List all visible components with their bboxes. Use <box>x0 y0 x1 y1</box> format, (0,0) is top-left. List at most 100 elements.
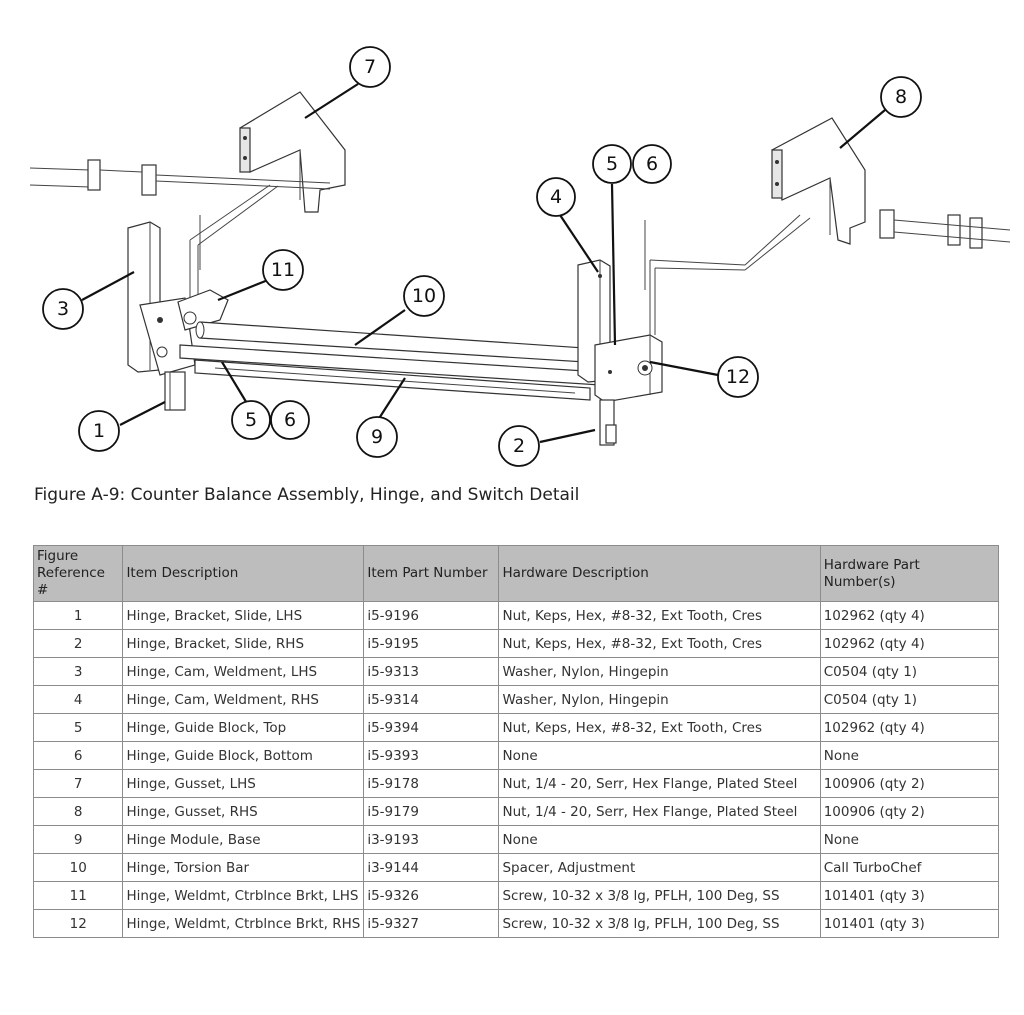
cell-hardware-part-number: Call TurboChef <box>819 853 1000 882</box>
table-row: 10 Hinge, Torsion Bar i3-9144 Spacer, Ad… <box>32 853 1000 882</box>
cell-hardware-description: Spacer, Adjustment <box>498 853 821 882</box>
svg-text:2: 2 <box>513 435 525 457</box>
cell-reference: 9 <box>32 825 124 854</box>
cell-item-description: Hinge, Guide Block, Bottom <box>122 741 365 770</box>
callout-10: 10 <box>403 275 445 317</box>
table-row: 6 Hinge, Guide Block, Bottom i5-9393 Non… <box>32 741 1000 770</box>
cell-hardware-description: Nut, Keps, Hex, #8-32, Ext Tooth, Cres <box>498 629 821 658</box>
table-row: 1 Hinge, Bracket, Slide, LHS i5-9196 Nut… <box>32 601 1000 630</box>
table-row: 12 Hinge, Weldmt, Ctrblnce Brkt, RHS i5-… <box>32 909 1000 938</box>
cell-item-part-number: i5-9314 <box>363 685 500 714</box>
cell-item-description: Hinge, Gusset, RHS <box>122 797 365 826</box>
svg-text:11: 11 <box>271 259 295 281</box>
header-item-description: Item Description <box>122 545 365 602</box>
svg-text:10: 10 <box>412 285 436 307</box>
cell-hardware-description: Screw, 10-32 x 3/8 lg, PFLH, 100 Deg, SS <box>498 909 821 938</box>
cell-hardware-description: Washer, Nylon, Hingepin <box>498 657 821 686</box>
cell-item-description: Hinge, Bracket, Slide, LHS <box>122 601 365 630</box>
right-slide-bracket <box>599 399 617 446</box>
svg-text:8: 8 <box>895 86 907 108</box>
cell-hardware-part-number: 100906 (qty 2) <box>819 769 1000 798</box>
cell-item-part-number: i3-9193 <box>363 825 500 854</box>
svg-text:4: 4 <box>550 186 562 208</box>
assembly-diagram: 7 8 5 6 4 11 10 3 12 1 5 6 9 2 <box>29 46 1011 467</box>
table-row: 7 Hinge, Gusset, LHS i5-9178 Nut, 1/4 - … <box>32 769 1000 798</box>
cell-hardware-part-number: C0504 (qty 1) <box>819 685 1000 714</box>
header-figure-reference: Figure Reference # <box>32 545 124 602</box>
svg-text:6: 6 <box>284 409 296 431</box>
callout-7: 7 <box>349 46 391 88</box>
cell-hardware-part-number: None <box>819 825 1000 854</box>
left-counterbalance-bracket <box>177 289 229 331</box>
svg-text:1: 1 <box>93 420 105 442</box>
cell-hardware-description: Nut, Keps, Hex, #8-32, Ext Tooth, Cres <box>498 601 821 630</box>
cell-item-part-number: i5-9326 <box>363 881 500 910</box>
callout-4: 4 <box>536 177 576 217</box>
cell-hardware-description: None <box>498 741 821 770</box>
cell-reference: 2 <box>32 629 124 658</box>
callout-9: 9 <box>356 416 398 458</box>
callout-5-bottom: 5 <box>231 400 271 440</box>
table-row: 11 Hinge, Weldmt, Ctrblnce Brkt, LHS i5-… <box>32 881 1000 910</box>
cell-reference: 7 <box>32 769 124 798</box>
table-row: 2 Hinge, Bracket, Slide, RHS i5-9195 Nut… <box>32 629 1000 658</box>
callout-3: 3 <box>42 288 84 330</box>
header-hardware-part-numbers: Hardware Part Number(s) <box>819 545 1000 602</box>
cell-item-description: Hinge, Cam, Weldment, LHS <box>122 657 365 686</box>
cell-reference: 12 <box>32 909 124 938</box>
callout-12: 12 <box>717 356 759 398</box>
header-hardware-description: Hardware Description <box>498 545 821 602</box>
parts-table: Figure Reference # Item Description Item… <box>32 545 1000 938</box>
cell-reference: 4 <box>32 685 124 714</box>
table-row: 4 Hinge, Cam, Weldment, RHS i5-9314 Wash… <box>32 685 1000 714</box>
cell-item-part-number: i5-9195 <box>363 629 500 658</box>
cell-item-description: Hinge, Cam, Weldment, RHS <box>122 685 365 714</box>
cell-item-part-number: i5-9196 <box>363 601 500 630</box>
callout-6-bottom: 6 <box>270 400 310 440</box>
leader-lines <box>81 83 886 444</box>
right-counterbalance-bracket <box>594 334 663 403</box>
table-row: 9 Hinge Module, Base i3-9193 None None <box>32 825 1000 854</box>
figure-caption: Figure A-9: Counter Balance Assembly, Hi… <box>34 485 580 505</box>
table-row: 3 Hinge, Cam, Weldment, LHS i5-9313 Wash… <box>32 657 1000 686</box>
cell-item-description: Hinge, Weldmt, Ctrblnce Brkt, RHS <box>122 909 365 938</box>
cell-item-description: Hinge, Guide Block, Top <box>122 713 365 742</box>
cell-reference: 10 <box>32 853 124 882</box>
right-switch-hardware <box>644 209 1011 335</box>
table-row: 5 Hinge, Guide Block, Top i5-9394 Nut, K… <box>32 713 1000 742</box>
cell-hardware-part-number: 101401 (qty 3) <box>819 881 1000 910</box>
cell-hardware-part-number: 102962 (qty 4) <box>819 601 1000 630</box>
callout-8: 8 <box>880 76 922 118</box>
svg-text:9: 9 <box>371 426 383 448</box>
left-switch-hardware <box>29 159 331 330</box>
cell-hardware-description: Nut, 1/4 - 20, Serr, Hex Flange, Plated … <box>498 769 821 798</box>
cell-item-part-number: i3-9144 <box>363 853 500 882</box>
cell-reference: 1 <box>32 601 124 630</box>
cell-item-part-number: i5-9178 <box>363 769 500 798</box>
cell-item-part-number: i5-9179 <box>363 797 500 826</box>
cell-reference: 8 <box>32 797 124 826</box>
cell-reference: 11 <box>32 881 124 910</box>
cell-item-part-number: i5-9313 <box>363 657 500 686</box>
callout-2: 2 <box>498 425 540 467</box>
svg-text:3: 3 <box>57 298 69 320</box>
cell-hardware-description: Washer, Nylon, Hingepin <box>498 685 821 714</box>
svg-text:5: 5 <box>606 153 618 175</box>
right-gusset-part <box>771 117 866 245</box>
table-row: 8 Hinge, Gusset, RHS i5-9179 Nut, 1/4 - … <box>32 797 1000 826</box>
left-slide-bracket <box>164 371 186 411</box>
svg-text:6: 6 <box>646 153 658 175</box>
callout-11: 11 <box>262 249 304 291</box>
cell-item-part-number: i5-9393 <box>363 741 500 770</box>
table-header-row: Figure Reference # Item Description Item… <box>32 545 1000 602</box>
cell-hardware-description: None <box>498 825 821 854</box>
svg-text:12: 12 <box>726 366 750 388</box>
cell-hardware-part-number: 100906 (qty 2) <box>819 797 1000 826</box>
cell-item-description: Hinge, Weldmt, Ctrblnce Brkt, LHS <box>122 881 365 910</box>
cell-reference: 3 <box>32 657 124 686</box>
left-gusset-part <box>239 91 346 213</box>
cell-item-description: Hinge Module, Base <box>122 825 365 854</box>
cell-hardware-description: Screw, 10-32 x 3/8 lg, PFLH, 100 Deg, SS <box>498 881 821 910</box>
callout-5-top: 5 <box>592 144 632 184</box>
cell-item-description: Hinge, Gusset, LHS <box>122 769 365 798</box>
